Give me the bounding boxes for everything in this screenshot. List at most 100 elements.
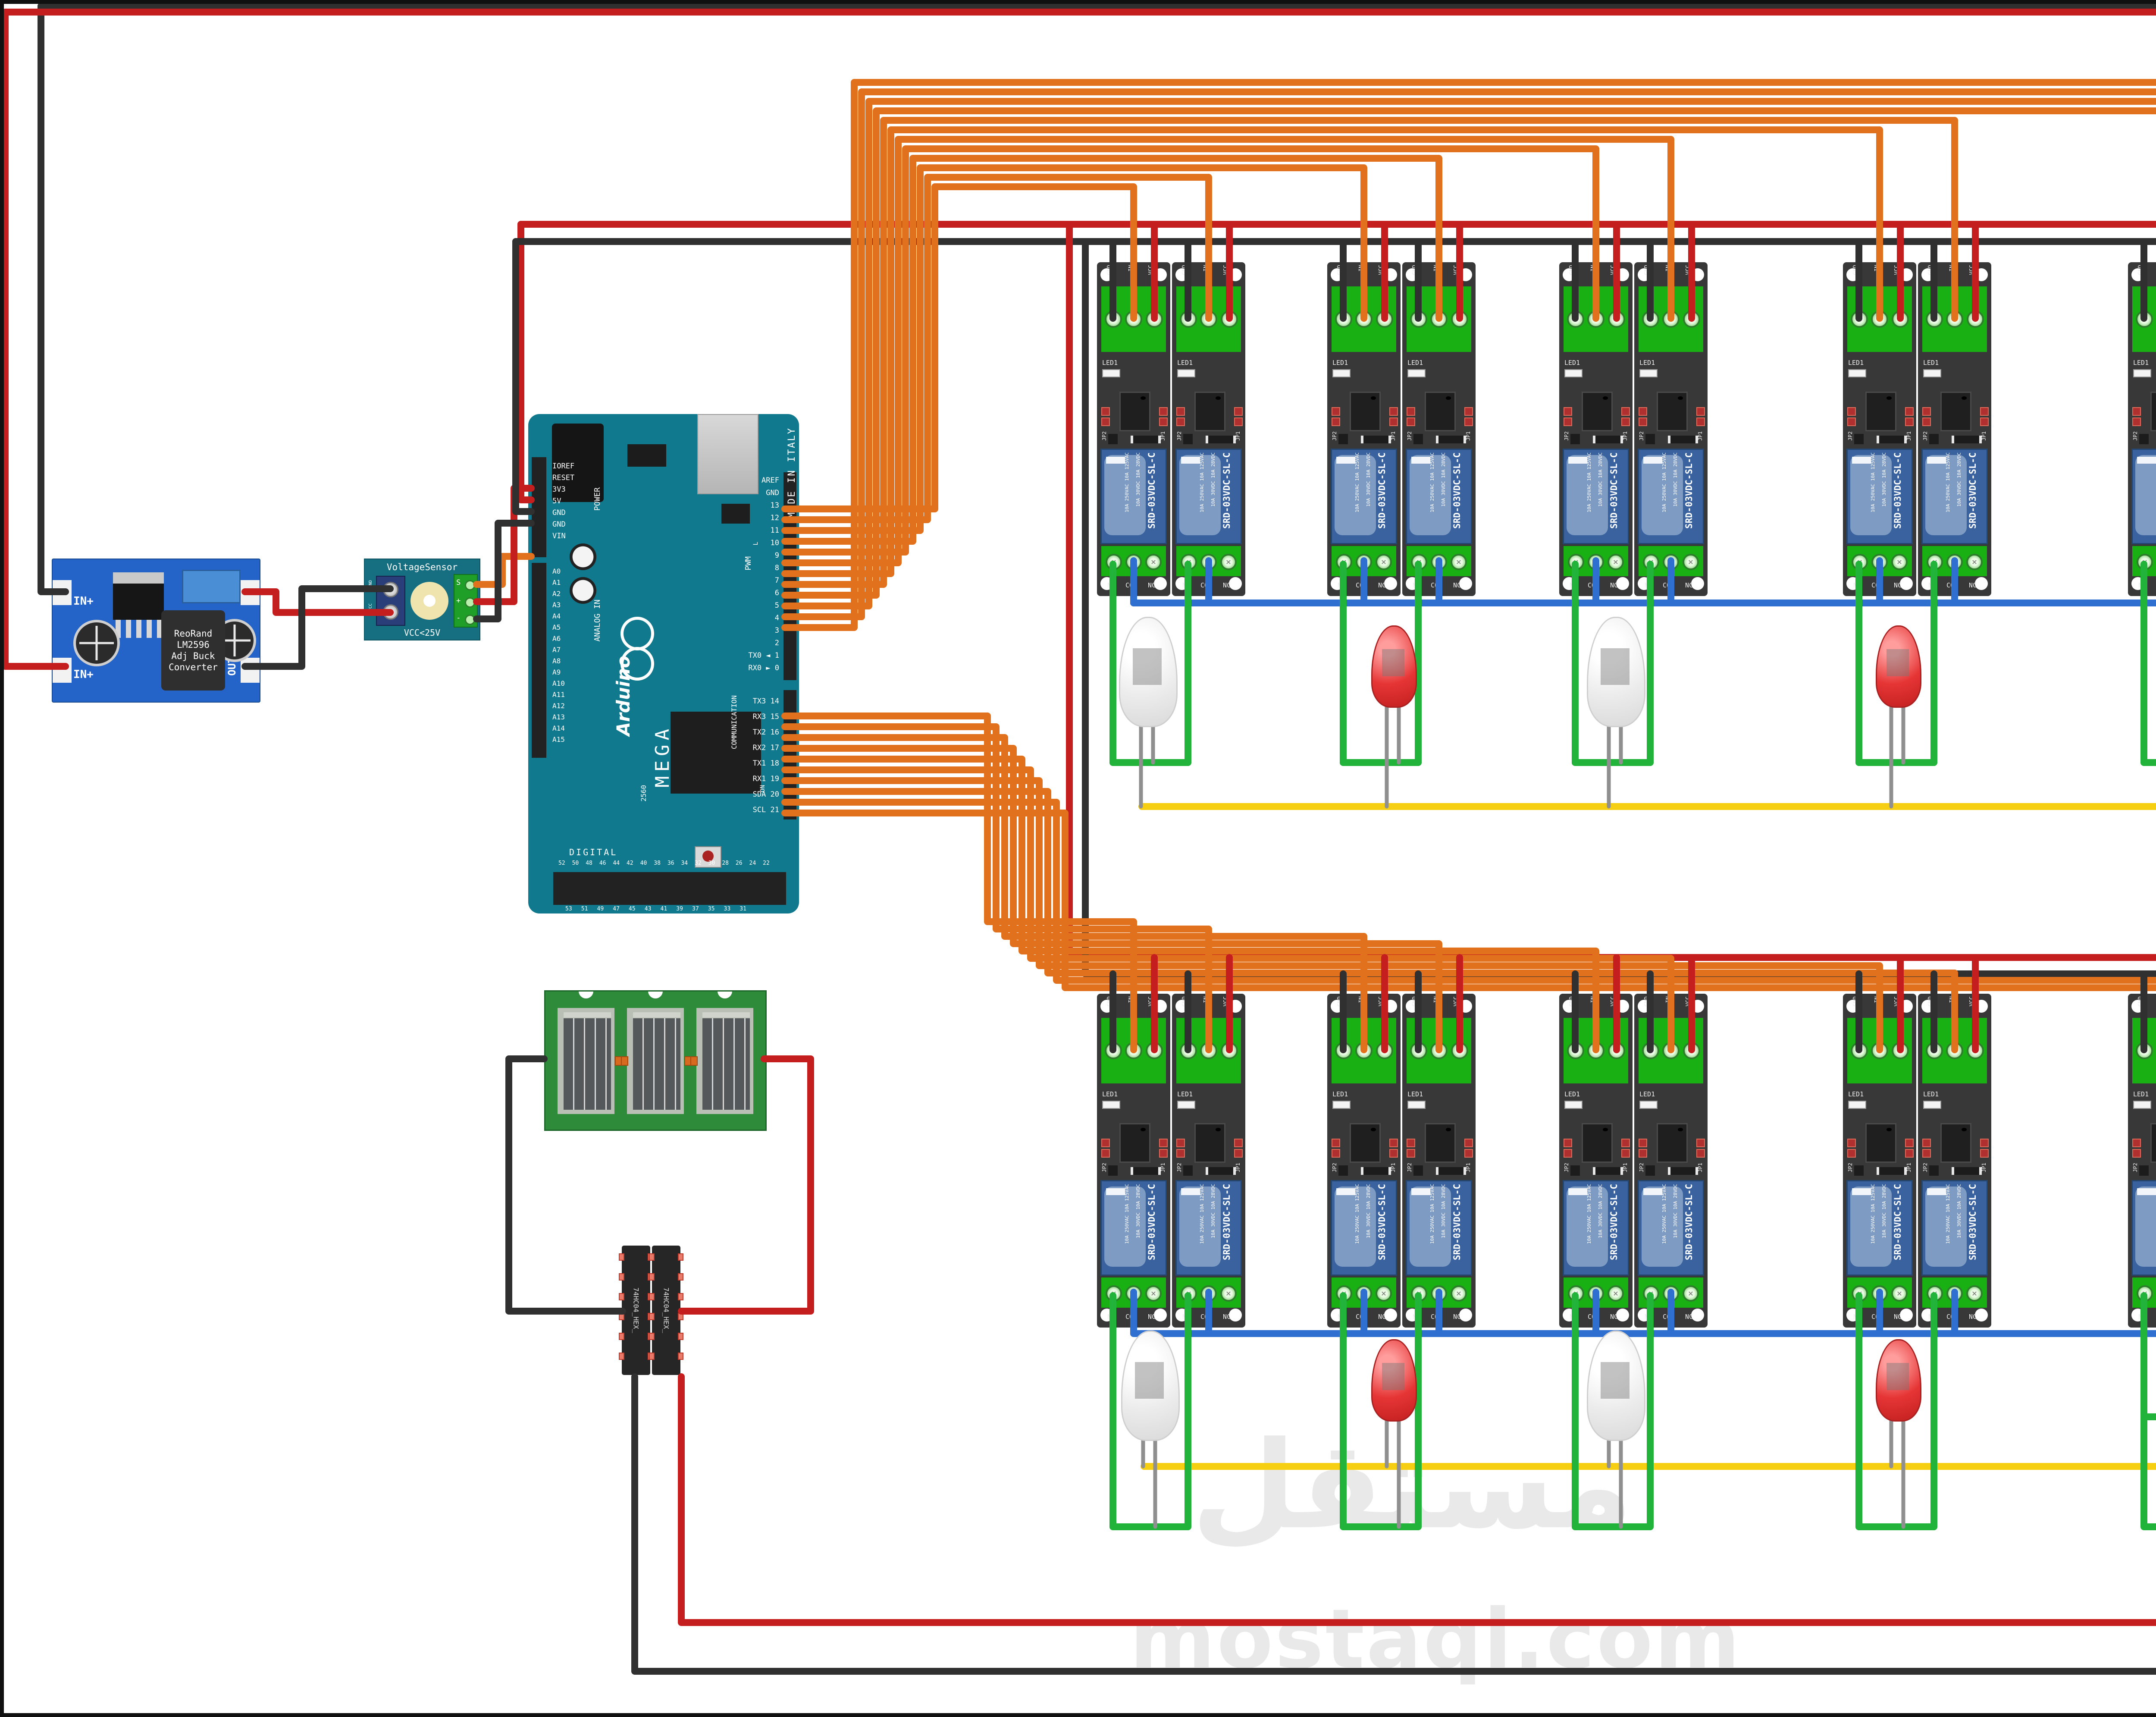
- led1-label: LED1: [1102, 359, 1118, 367]
- black-wire: [38, 3, 2156, 1675]
- jumper-pad: [1905, 407, 1914, 416]
- white-led: [1119, 617, 1178, 727]
- digital-pin-number: 38: [654, 860, 661, 866]
- screw-nc: ✕: [1220, 1285, 1237, 1302]
- sensor-pin-plus-label: +: [456, 596, 461, 605]
- screw-nc: ✕: [1220, 554, 1237, 570]
- jumper-pad: [1159, 407, 1168, 416]
- pwm-pin-label: 8: [774, 564, 779, 572]
- red-wire: [2, 9, 2156, 1626]
- screw-gnd: ✕: [1180, 1042, 1197, 1059]
- red-wire: [517, 221, 535, 503]
- smd-led: [1639, 1101, 1658, 1109]
- black-wire: [505, 1055, 626, 1315]
- jumper-pad: [1234, 407, 1243, 416]
- digital-pin-number: 46: [599, 860, 606, 866]
- solder-pad: [690, 1056, 698, 1066]
- diode: [1361, 1167, 1391, 1175]
- analog-pin-label: A11: [552, 691, 565, 699]
- smd-led: [1407, 369, 1426, 377]
- jumper-pad: [1564, 1149, 1572, 1158]
- orange-wire: [781, 98, 2156, 609]
- diode: [1952, 1167, 1982, 1175]
- dc-jack: [552, 424, 604, 502]
- digital-pin-number: 26: [735, 860, 743, 866]
- jumper-pad: [2132, 407, 2141, 416]
- white-led: [1587, 617, 1645, 727]
- relay-can: 10A 250VAC 10A 125VAC 10A 30VDC 10A 28VD…: [1331, 449, 1397, 544]
- optocoupler-chip: [1582, 392, 1613, 431]
- diode: [1668, 1167, 1698, 1175]
- relay-can: 10A 250VAC 10A 125VAC 10A 30VDC 10A 28VD…: [1175, 449, 1242, 544]
- analog-pin-label: A6: [552, 634, 561, 643]
- relay-can: 10A 250VAC 10A 125VAC 10A 30VDC 10A 28VD…: [1100, 1180, 1167, 1276]
- relay-can: 10A 250VAC 10A 125VAC 10A 30VDC 10A 28VD…: [2131, 449, 2156, 544]
- comm-pin-label: TX3 14: [752, 697, 779, 706]
- jumper-pad: [1980, 1139, 1989, 1147]
- comm-header: [783, 690, 796, 819]
- pwm-pin-label: RX0 ► 0: [748, 664, 779, 672]
- analog-pin-label: A3: [552, 601, 561, 609]
- solar-panel: [544, 990, 767, 1131]
- digital-pin-number: 31: [740, 906, 746, 912]
- jumper-pad: [1621, 407, 1630, 416]
- digital-pin-number: 52: [558, 860, 565, 866]
- diode: [1436, 436, 1466, 443]
- transistor: [1338, 434, 1348, 444]
- optocoupler-chip: [1350, 1123, 1381, 1163]
- relay-can: 10A 250VAC 10A 125VAC 10A 30VDC 10A 28VD…: [1638, 449, 1704, 544]
- jumper-pad: [1905, 1149, 1914, 1158]
- to220-regulator: [113, 572, 164, 584]
- digital-pin-number: 30: [708, 860, 715, 866]
- jumper-pad: [1159, 1149, 1168, 1158]
- optocoupler-chip: [1425, 1123, 1456, 1163]
- optocoupler-chip: [1119, 392, 1150, 431]
- jumper-pad: [1847, 1149, 1856, 1158]
- relay-can: 10A 250VAC 10A 125VAC 10A 30VDC 10A 28VD…: [1406, 1180, 1472, 1276]
- optocoupler-chip: [1425, 392, 1456, 431]
- led1-label: LED1: [1639, 359, 1655, 367]
- nc-label: NC: [1148, 581, 1156, 589]
- relay-can: 10A 250VAC 10A 125VAC 10A 30VDC 10A 28VD…: [1846, 1180, 1913, 1276]
- smd-led: [1923, 369, 1941, 377]
- diode: [1131, 436, 1161, 443]
- screw-nc: ✕: [1891, 554, 1908, 570]
- digital-pin-number: 39: [676, 906, 683, 912]
- screw-nc: ✕: [1966, 1285, 1983, 1302]
- sensor-vcc-rating: VCC<25V: [404, 628, 441, 638]
- analog-pin-label: A13: [552, 713, 565, 721]
- analog-pin-label: A12: [552, 702, 565, 710]
- jumper-pad: [1332, 417, 1340, 426]
- led1-label: LED1: [1639, 1090, 1655, 1098]
- transistor: [1570, 1165, 1580, 1176]
- transistor: [1645, 1165, 1655, 1176]
- nc-label: NC: [1453, 1313, 1461, 1321]
- jumper-pad: [1564, 407, 1572, 416]
- jumper-pad: [2132, 417, 2141, 426]
- power-pin-label: GND: [552, 509, 566, 517]
- power-pin-label: IOREF: [552, 462, 575, 471]
- transistor: [2139, 1165, 2149, 1176]
- solder-pad: [621, 1056, 628, 1066]
- optocoupler-chip: [1657, 1123, 1688, 1163]
- jumper-pad: [1407, 417, 1415, 426]
- mounting-notch: [718, 992, 732, 998]
- screw-nc: ✕: [1608, 554, 1624, 570]
- capacitor: [570, 543, 596, 570]
- power-pin-label: VIN: [552, 532, 566, 540]
- red-wire: [241, 588, 394, 616]
- smd-led: [1848, 1101, 1866, 1109]
- analog-pin-label: A5: [552, 623, 561, 631]
- smd-led: [2133, 1101, 2151, 1109]
- screw-nc: ✕: [1451, 554, 1467, 570]
- jumper-pad: [1922, 1139, 1931, 1147]
- jumper-pad: [1332, 407, 1340, 416]
- led1-label: LED1: [1407, 1090, 1423, 1098]
- black-wire: [473, 520, 535, 622]
- nc-label: NC: [1610, 1313, 1618, 1321]
- yellow-wire: [1138, 803, 2156, 810]
- smd-led: [1564, 1101, 1583, 1109]
- solar-cell: [627, 1008, 684, 1114]
- jumper-pad: [1905, 1139, 1914, 1147]
- jumper-pad: [1159, 417, 1168, 426]
